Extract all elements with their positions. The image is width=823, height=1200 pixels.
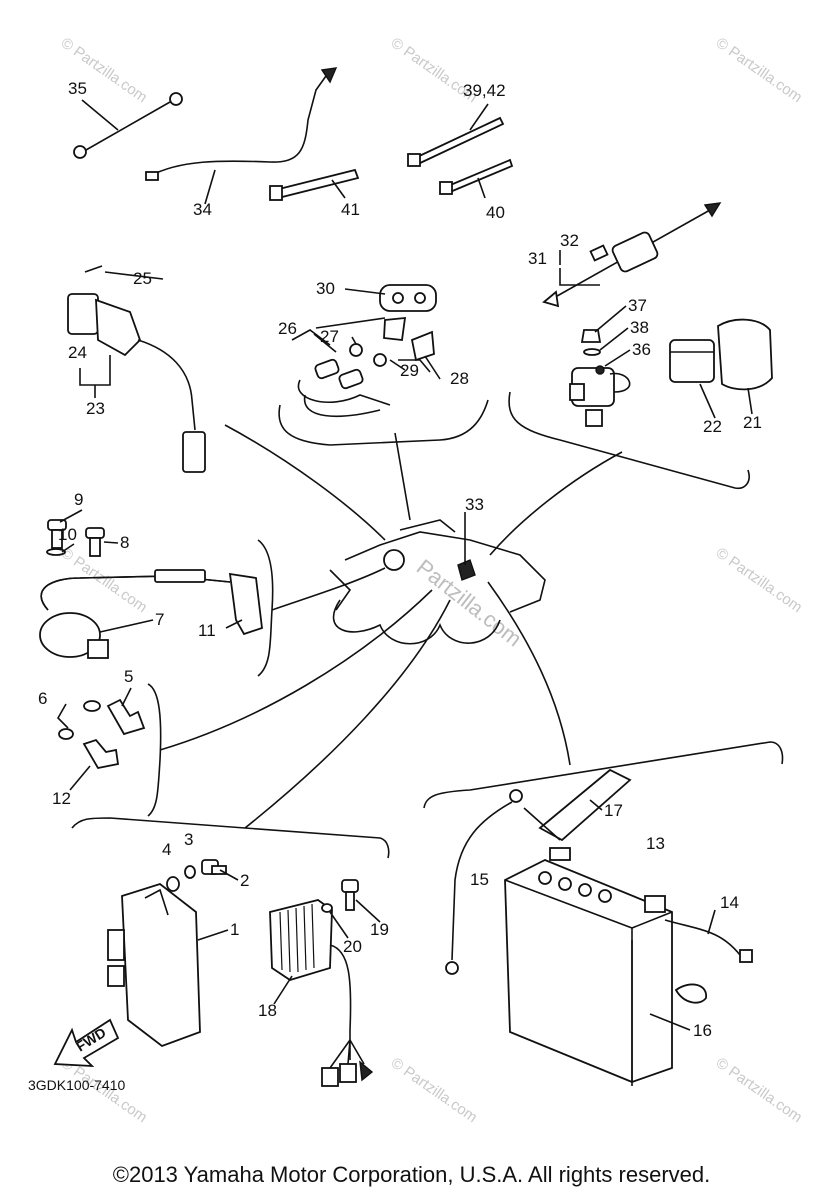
battery-16 — [504, 847, 673, 1086]
group-bracket-coil — [257, 539, 274, 677]
positive-lead-14 — [664, 909, 753, 1004]
frame-outline — [329, 519, 546, 645]
part-label-21[interactable]: 21 — [743, 413, 762, 432]
part-label-25[interactable]: 25 — [133, 269, 152, 288]
part-label-18[interactable]: 18 — [258, 1001, 277, 1020]
washer-20 — [321, 903, 333, 913]
copyright-notice: ©2013 Yamaha Motor Corporation, U.S.A. A… — [112, 1162, 711, 1187]
label-leaders — [59, 271, 753, 1031]
group-bracket-relay — [508, 391, 750, 490]
part-label-30[interactable]: 30 — [316, 279, 335, 298]
cover-21 — [717, 318, 773, 391]
main-switch-23 — [67, 265, 206, 473]
part-label-8[interactable]: 8 — [120, 533, 129, 552]
part-label-12[interactable]: 12 — [52, 789, 71, 808]
wire-harness-34 — [145, 67, 338, 205]
leader-6 — [57, 703, 69, 729]
lead-assembly-26 — [278, 284, 489, 446]
group-bracket-sensor — [147, 683, 162, 817]
part-label-17[interactable]: 17 — [604, 801, 623, 820]
washer-4 — [166, 876, 180, 892]
ground-lead-35 — [73, 92, 183, 159]
relay-22 — [669, 339, 715, 383]
leader-lines — [159, 424, 623, 829]
part-label-10[interactable]: 10 — [58, 525, 77, 544]
watermark: © Partzilla.com — [713, 544, 806, 616]
part-label-15[interactable]: 15 — [470, 870, 489, 889]
sensor-12 — [58, 728, 120, 770]
switch-assembly-31 — [542, 202, 722, 308]
part-label-31[interactable]: 31 — [528, 249, 547, 268]
part-label-38[interactable]: 38 — [630, 318, 649, 337]
part-labels: 35 34 41 39,42 40 32 31 25 30 26 27 29 2… — [38, 79, 762, 1040]
part-label-19[interactable]: 19 — [370, 920, 389, 939]
part-label-35[interactable]: 35 — [68, 79, 87, 98]
part-label-28[interactable]: 28 — [450, 369, 469, 388]
group-bracket-battery — [423, 741, 784, 809]
part-label-23[interactable]: 23 — [86, 399, 105, 418]
part-label-14[interactable]: 14 — [720, 893, 739, 912]
watermark: © Partzilla.com — [388, 1054, 481, 1126]
cdi-unit-1 — [107, 882, 201, 1048]
bolt-2 — [201, 859, 227, 875]
part-label-1[interactable]: 1 — [230, 920, 239, 939]
ignition-coil-7 — [39, 569, 263, 659]
part-label-39-42[interactable]: 39,42 — [463, 81, 506, 100]
sensor-5 — [83, 698, 146, 736]
part-label-41[interactable]: 41 — [341, 200, 360, 219]
starter-relay-36 — [569, 329, 631, 427]
part-label-2[interactable]: 2 — [240, 871, 249, 890]
part-label-3[interactable]: 3 — [184, 830, 193, 849]
cable-band-40 — [439, 158, 514, 199]
group-bracket-cdi — [71, 817, 390, 859]
part-label-32[interactable]: 32 — [560, 231, 579, 250]
part-label-13[interactable]: 13 — [646, 834, 665, 853]
watermark: © Partzilla.com — [713, 34, 806, 106]
part-label-6[interactable]: 6 — [38, 689, 47, 708]
drawing-code: 3GDK100-7410 — [28, 1077, 126, 1093]
part-label-27[interactable]: 27 — [320, 327, 339, 346]
part-label-5[interactable]: 5 — [124, 667, 133, 686]
part-label-4[interactable]: 4 — [162, 840, 171, 859]
part-label-37[interactable]: 37 — [628, 296, 647, 315]
part-label-22[interactable]: 22 — [703, 417, 722, 436]
part-label-11[interactable]: 11 — [198, 621, 216, 640]
part-label-33[interactable]: 33 — [465, 495, 484, 514]
forward-arrow-icon: FWD — [53, 1018, 120, 1068]
part-label-7[interactable]: 7 — [155, 610, 164, 629]
washer-3 — [184, 865, 196, 879]
bolt-8 — [85, 527, 105, 557]
part-label-9[interactable]: 9 — [74, 490, 83, 509]
part-label-24[interactable]: 24 — [68, 343, 87, 362]
part-label-36[interactable]: 36 — [632, 340, 651, 359]
part-label-16[interactable]: 16 — [693, 1021, 712, 1040]
part-label-29[interactable]: 29 — [400, 361, 419, 380]
part-label-40[interactable]: 40 — [486, 203, 505, 222]
part-label-34[interactable]: 34 — [193, 200, 212, 219]
bolt-19 — [341, 879, 359, 911]
cable-band-41 — [269, 168, 360, 201]
part-label-26[interactable]: 26 — [278, 319, 297, 338]
regulator-18 — [269, 899, 374, 1087]
negative-lead-15 — [445, 789, 561, 975]
watermark: © Partzilla.com — [713, 1054, 806, 1126]
cable-band-39-42 — [407, 103, 505, 167]
bolt-9 — [46, 519, 67, 556]
part-label-20[interactable]: 20 — [343, 937, 362, 956]
watermark: © Partzilla.com — [58, 544, 151, 616]
